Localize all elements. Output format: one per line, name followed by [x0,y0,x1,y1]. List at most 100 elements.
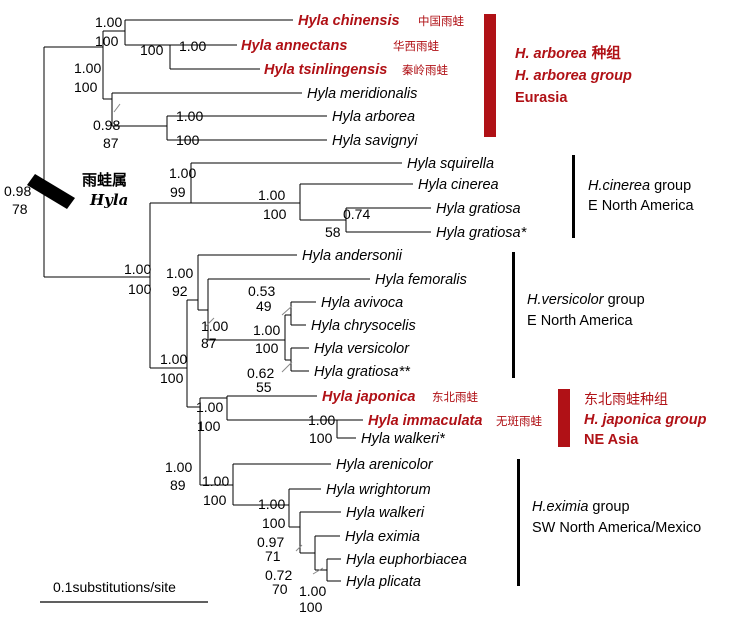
eximia-group-bar [517,459,520,586]
taxon-label: Hyla versicolor [314,341,410,357]
support-bottom: 71 [265,548,281,564]
eximia-group-line2: SW North America/Mexico [532,520,701,536]
arborea-group-line1: H. arborea 种组 [515,44,621,62]
support-top: 1.00 [179,38,206,54]
support-bottom: 100 [197,418,221,434]
japonica-group-line2: H. japonica group [584,412,707,428]
taxon-label: Hyla savignyi [332,133,418,149]
support-top: 1.00 [202,473,229,489]
arborea-group-line3: Eurasia [515,90,568,106]
support-bottom: 49 [256,298,272,314]
scale-bar: 0.1substitutions/site [40,579,208,603]
taxon-label: Hyla gratiosa* [436,225,528,241]
japonica-group-bar [558,389,570,447]
support-bottom: 100 [299,599,323,615]
genus-marker: 雨蛙属 Hyla [27,171,128,209]
support-top: 0.72 [265,567,292,583]
support-top: 1.00 [308,412,335,428]
versicolor-group-bar [512,252,515,378]
taxon-label: Hyla cinerea [418,177,499,193]
group-labels: H. arborea 种组 H. arborea group Eurasia H… [515,44,707,536]
support-bottom: 87 [103,135,119,151]
support-top: 0.62 [247,365,274,381]
cinerea-group-bar [572,155,575,238]
support-top: 0.98 [93,117,120,133]
taxon-label: Hyla japonica [322,389,415,405]
clade-bars [484,14,575,586]
taxon-labels: Hyla chinensis 中国雨蛙 Hyla annectans 华西雨蛙 … [241,13,542,590]
taxon-cn-label: 秦岭雨蛙 [402,63,448,77]
taxon-label: Hyla walkeri [346,505,425,521]
support-bottom: 89 [170,477,186,493]
arborea-group-bar [484,14,496,137]
taxon-label: Hyla euphorbiacea [346,552,467,568]
tree-branches [43,19,431,582]
support-bottom: 100 [176,132,200,148]
taxon-label: Hyla tsinlingensis [264,62,387,78]
support-bottom: 87 [201,335,217,351]
taxon-label: Hyla squirella [407,156,494,172]
japonica-group-line3: NE Asia [584,432,639,448]
taxon-label: Hyla meridionalis [307,86,417,102]
taxon-label: Hyla arenicolor [336,457,434,473]
support-values: 0.98 78 1.00 100 1.00 100 1.00 100 0.98 … [4,14,370,615]
support-bottom: 100 [128,281,152,297]
taxon-label: Hyla chinensis [298,13,400,29]
taxon-cn-label: 华西雨蛙 [393,39,439,53]
support-bottom: 100 [203,492,227,508]
taxon-label: Hyla plicata [346,574,421,590]
scale-label: 0.1substitutions/site [53,579,176,595]
support-bottom: 99 [170,184,186,200]
taxon-label: Hyla wrightorum [326,482,431,498]
taxon-label: Hyla walkeri* [361,431,446,447]
genus-bar [27,174,75,209]
support-bottom: 100 [160,370,184,386]
support-bottom: 100 [309,430,333,446]
support-top: 1.00 [95,14,122,30]
taxon-label: Hyla chrysocelis [311,318,416,334]
eximia-group-line1: H.eximia group [532,499,630,515]
support-bottom: 58 [325,224,341,240]
taxon-cn-label: 中国雨蛙 [418,14,464,28]
taxon-label: Hyla immaculata [368,413,482,429]
support-top: 1.00 [160,351,187,367]
taxon-label: Hyla gratiosa** [314,364,411,380]
versicolor-group-line2: E North America [527,313,633,329]
taxon-label: Hyla avivoca [321,295,403,311]
japonica-group-line1: 东北雨蛙种组 [584,392,668,408]
taxon-label: Hyla andersonii [302,248,403,264]
support-top: 1.00 [201,318,228,334]
support-top: 1.00 [165,459,192,475]
support-bottom: 92 [172,283,188,299]
genus-latin-label: Hyla [89,191,128,209]
taxon-cn-label: 东北雨蛙 [432,390,478,404]
support-top: 1.00 [258,187,285,203]
support-top: 1.00 [299,583,326,599]
support-top: 0.98 [4,183,31,199]
cinerea-group-line1: H.cinerea group [588,178,691,194]
support-leader-lines [113,103,324,575]
taxon-label: Hyla annectans [241,38,347,54]
support-top: 0.74 [343,206,370,222]
genus-cn-label: 雨蛙属 [82,171,127,189]
taxon-label: Hyla femoralis [375,272,467,288]
taxon-label: Hyla gratiosa [436,201,521,217]
support-bottom: 55 [256,379,272,395]
taxon-label: Hyla eximia [345,529,420,545]
taxon-cn-label: 无斑雨蛙 [496,414,542,428]
cinerea-group-line2: E North America [588,198,694,214]
support-top: 1.00 [166,265,193,281]
support-top: 1.00 [253,322,280,338]
support-bottom: 100 [95,33,119,49]
support-bottom: 70 [272,581,288,597]
support-top: 0.97 [257,534,284,550]
support-top: 1.00 [176,108,203,124]
support-top: 1.00 [124,261,151,277]
support-top: 1.00 [74,60,101,76]
taxon-label: Hyla arborea [332,109,415,125]
support-top: 1.00 [258,496,285,512]
support-bottom: 78 [12,201,28,217]
versicolor-group-line1: H.versicolor group [527,292,645,308]
support-top: 0.53 [248,283,275,299]
support-bottom: 100 [255,340,279,356]
